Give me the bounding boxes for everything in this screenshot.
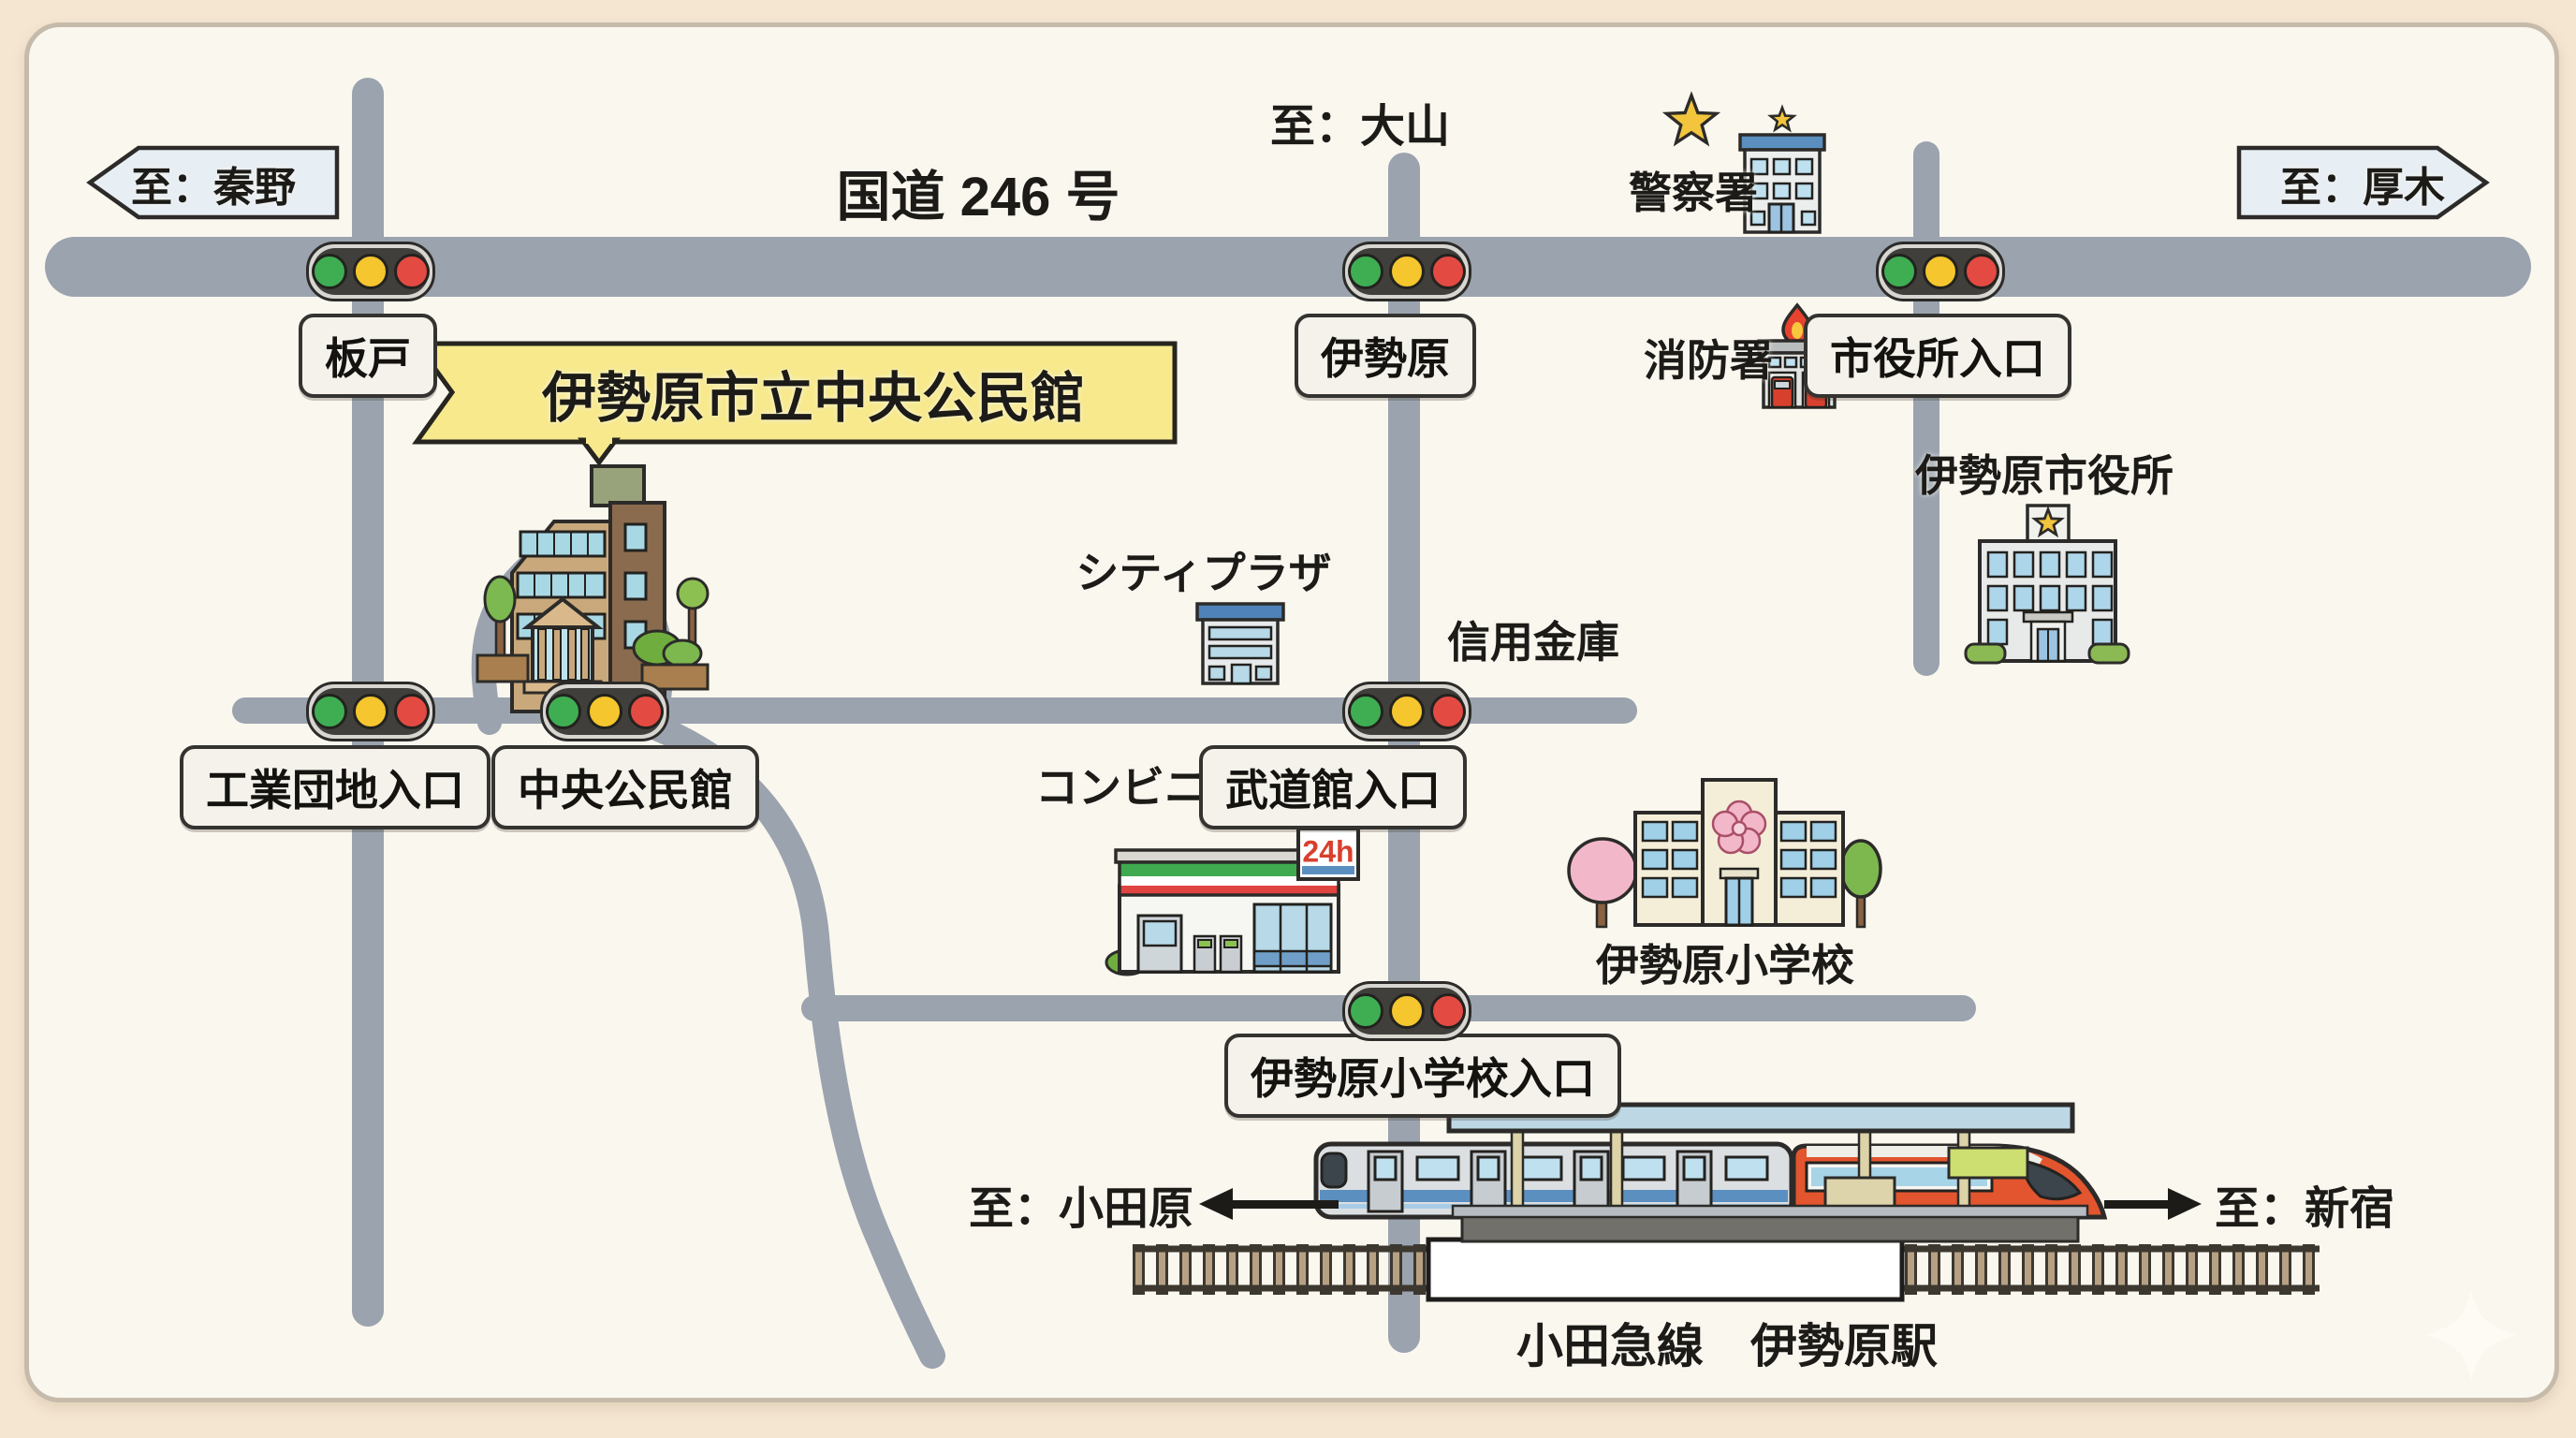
elementary-school-building (1567, 778, 1882, 929)
green-light (546, 694, 581, 729)
green-light (312, 254, 347, 289)
yellow-light (587, 694, 622, 729)
green-light (1348, 694, 1383, 729)
title-banner-text: 伊勢原市立中央公民館 (541, 368, 1086, 429)
label-budokan-iriguchi: 武道館入口 (1199, 745, 1467, 829)
yellow-light (1389, 254, 1425, 289)
station-line-label: 小田急線 伊勢原駅 (1516, 1320, 1938, 1372)
title-banner-shape (412, 341, 1178, 467)
police-roof-star-icon (1769, 106, 1795, 131)
red-light (394, 694, 430, 729)
direction-oyama: 至：大山 (1269, 102, 1451, 152)
city-hall-label: 伊勢原市役所 (1915, 451, 2174, 500)
route246-label: 国道 246 号 (836, 167, 1120, 227)
traffic-light-itado (306, 242, 435, 301)
label-kogyodanchi-iriguchi: 工業団地入口 (180, 745, 490, 829)
green-light (1348, 254, 1383, 289)
road-network (45, 78, 2531, 1369)
city-plaza-building (1195, 602, 1285, 685)
fire-station-label: 消防署 (1644, 336, 1773, 385)
police-star-icon (1664, 94, 1719, 145)
rooftop-sign (590, 464, 646, 507)
label-chuo-kominkan: 中央公民館 (491, 745, 759, 829)
direction-odawara: 至：小田原 (968, 1184, 1194, 1234)
label-shogakko-iriguchi: 伊勢原小学校入口 (1224, 1034, 1621, 1118)
sign-atsugi-shape (2236, 145, 2490, 220)
yellow-light (1389, 993, 1425, 1029)
direction-shinjuku: 至：新宿 (2214, 1184, 2395, 1234)
yellow-light (1389, 694, 1425, 729)
arrow-left-icon (1199, 1188, 1339, 1220)
yellow-light (353, 254, 388, 289)
shinkin-bank-label: 信用金庫 (1447, 618, 1619, 667)
convenience-store-building (1105, 827, 1360, 976)
city-hall-building (1964, 504, 2130, 665)
traffic-light-shiyakusho (1876, 242, 2005, 301)
24h-badge-text: 24h (1302, 834, 1354, 869)
sparkle-icon (2426, 1288, 2516, 1382)
label-itado: 板戸 (299, 314, 437, 398)
red-light (1430, 993, 1466, 1029)
police-station-building (1664, 94, 1826, 234)
sign-atsugi-text: 至：厚木 (2280, 165, 2445, 211)
police-label: 警察署 (1629, 169, 1758, 217)
traffic-light-kogyodanchi (306, 682, 435, 741)
yellow-light (353, 694, 388, 729)
traffic-light-budokan (1342, 682, 1471, 741)
red-light (628, 694, 664, 729)
platform-front (1460, 1213, 2080, 1243)
red-light (1430, 254, 1466, 289)
green-light (1881, 254, 1917, 289)
station-illustration (1313, 1102, 2108, 1302)
sign-hadano-shape (86, 145, 340, 220)
city-plaza-label: シティプラザ (1076, 549, 1332, 597)
sakura-emblem (1711, 800, 1767, 855)
green-light (312, 694, 347, 729)
arrow-right-icon (2104, 1188, 2202, 1220)
traffic-light-chuokominkan (540, 682, 669, 741)
label-shiyakusho-iriguchi: 市役所入口 (1804, 314, 2071, 398)
platform-pillar (1609, 1129, 1624, 1213)
traffic-light-isehara (1342, 242, 1471, 301)
yellow-light (1923, 254, 1958, 289)
convenience-label: コンビニ (1035, 763, 1208, 812)
platform-deck (1451, 1204, 2089, 1219)
station-name-box (1426, 1237, 1905, 1302)
red-light (1430, 694, 1466, 729)
sign-hadano-text: 至：秦野 (131, 165, 296, 211)
red-light (1964, 254, 1999, 289)
label-isehara: 伊勢原 (1295, 314, 1476, 398)
community-center-building (476, 464, 710, 713)
station-sign-board (1947, 1146, 2029, 1180)
red-light (394, 254, 430, 289)
green-light (1348, 993, 1383, 1029)
school-label: 伊勢原小学校 (1596, 941, 1854, 990)
platform-pillar (1510, 1129, 1525, 1213)
traffic-light-shogakko (1342, 981, 1471, 1041)
